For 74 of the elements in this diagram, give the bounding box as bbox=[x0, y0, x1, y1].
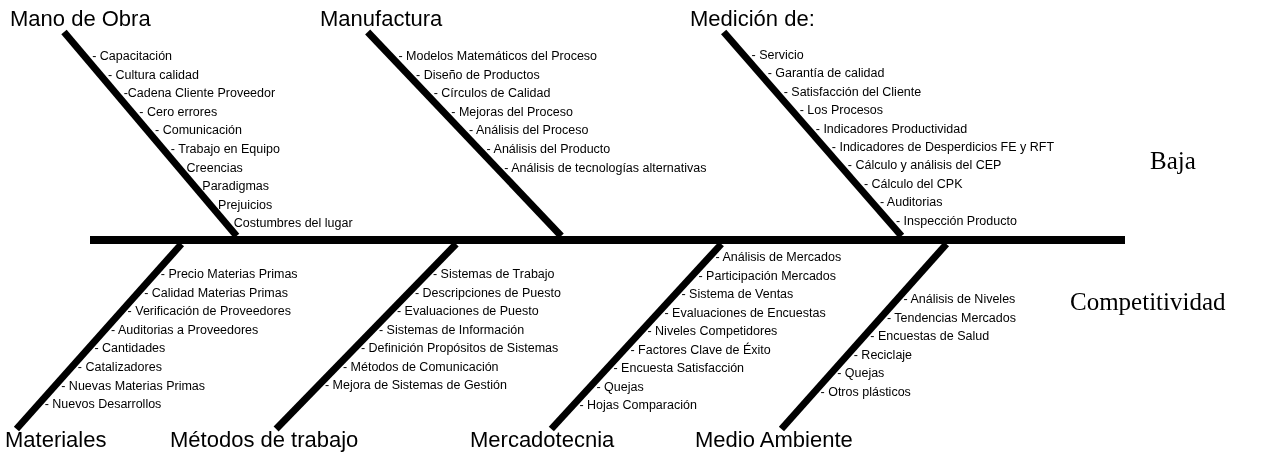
cause-item: - Nuevas Materias Primas bbox=[61, 379, 206, 393]
fishbone-branch-line bbox=[13, 241, 185, 432]
cause-item: - Catalizadores bbox=[77, 361, 162, 374]
cause-item: - Quejas bbox=[596, 380, 644, 393]
cause-item: - Cálculo del CPK bbox=[863, 177, 963, 191]
effect-label: Baja bbox=[1150, 148, 1196, 173]
category-heading: Materiales bbox=[5, 429, 107, 451]
effect-label: Competitividad bbox=[1070, 289, 1226, 314]
cause-item: - Inspección Producto bbox=[895, 214, 1017, 228]
cause-item: - Indicadores Productividad bbox=[815, 122, 968, 136]
cause-item: - Servicio bbox=[751, 49, 804, 62]
cause-item: - Círculos de Calidad bbox=[433, 87, 551, 100]
cause-item: - Descripciones de Puesto bbox=[414, 286, 561, 299]
cause-item: - Sistemas de Información bbox=[378, 323, 525, 336]
cause-item: - Reciclaje bbox=[853, 348, 913, 362]
cause-item: - Niveles Competidores bbox=[647, 325, 778, 338]
cause-item: - Modelos Matemáticos del Proceso bbox=[398, 50, 598, 63]
cause-item: - Capacitación bbox=[92, 50, 173, 63]
fishbone-branch-line bbox=[61, 29, 240, 239]
cause-item: - Análisis de Mercados bbox=[715, 251, 842, 264]
cause-item: Prejuicios bbox=[218, 198, 273, 212]
cause-item: - Definición Propósitos de Sistemas bbox=[360, 342, 559, 355]
cause-item: - Participación Mercados bbox=[698, 269, 836, 282]
cause-item: - Análisis del Proceso bbox=[468, 124, 589, 137]
category-heading: Medio Ambiente bbox=[695, 429, 853, 451]
cause-item: - Cantidades bbox=[94, 342, 166, 355]
fishbone-branch-line bbox=[721, 29, 905, 239]
fishbone-branch-line bbox=[548, 241, 724, 432]
cause-item: - Tendencias Mercados bbox=[886, 311, 1016, 325]
cause-item: - Auditorias bbox=[879, 196, 943, 209]
cause-item: - Los Procesos bbox=[799, 104, 884, 117]
cause-item: - Cálculo y análisis del CEP bbox=[847, 159, 1002, 172]
category-heading: Mano de Obra bbox=[10, 8, 151, 30]
fishbone-branch-line bbox=[273, 241, 459, 432]
cause-item: - Comunicación bbox=[155, 124, 242, 137]
cause-item: - Encuesta Satisfacción bbox=[613, 362, 745, 375]
cause-item: - Otros plásticos bbox=[820, 386, 911, 399]
cause-item: - Análisis de Niveles bbox=[903, 293, 1016, 306]
cause-item: - Cultura calidad bbox=[107, 68, 199, 82]
cause-item: - Encuestas de Salud bbox=[870, 330, 990, 343]
cause-item: - Calidad Materias Primas bbox=[144, 286, 288, 300]
cause-item: Costumbres del lugar bbox=[233, 217, 353, 230]
cause-item: Creencias bbox=[186, 161, 243, 175]
cause-item: - Análisis del Producto bbox=[486, 143, 611, 156]
category-heading: Medición de: bbox=[690, 8, 815, 30]
cause-item: - Verificación de Proveedores bbox=[127, 305, 291, 318]
cause-item: - Diseño de Productos bbox=[416, 68, 540, 82]
category-heading: Mercadotecnia bbox=[470, 429, 615, 451]
spine-bar bbox=[90, 236, 1125, 244]
cause-item: - Análisis de tecnologías alternativas bbox=[504, 161, 707, 175]
cause-item: - Sistema de Ventas bbox=[681, 288, 794, 301]
cause-item: - Indicadores de Desperdicios FE y RFT bbox=[831, 141, 1055, 154]
cause-item: - Nuevos Desarrollos bbox=[44, 398, 162, 411]
cause-item: - Métodos de Comunicación bbox=[342, 360, 499, 373]
fishbone-branch-line bbox=[365, 29, 564, 239]
cause-item: -Cadena Cliente Proveedor bbox=[123, 87, 276, 100]
fishbone-branch-line bbox=[778, 241, 950, 432]
cause-item: - Satisfacción del Cliente bbox=[783, 85, 922, 99]
cause-item: - Cero errores bbox=[139, 105, 218, 119]
cause-item: - Evaluaciones de Puesto bbox=[396, 305, 539, 318]
cause-item: - Evaluaciones de Encuestas bbox=[664, 306, 826, 319]
cause-item: - Quejas bbox=[837, 367, 885, 380]
cause-item: - Sistemas de Trabajo bbox=[432, 268, 555, 281]
cause-item: - Garantía de calidad bbox=[767, 67, 885, 80]
cause-item: - Hojas Comparación bbox=[579, 399, 697, 412]
cause-item: Paradigmas bbox=[202, 180, 269, 193]
cause-item: - Factores Clave de Éxito bbox=[630, 343, 771, 356]
cause-item: - Mejoras del Proceso bbox=[451, 105, 573, 119]
category-heading: Manufactura bbox=[320, 8, 443, 30]
cause-item: - Auditorias a Proveedores bbox=[111, 323, 259, 337]
cause-item: - Trabajo en Equipo bbox=[170, 143, 280, 156]
cause-item: - Precio Materias Primas bbox=[160, 268, 298, 281]
category-heading: Métodos de trabajo bbox=[170, 429, 359, 451]
cause-item: - Mejora de Sistemas de Gestión bbox=[324, 379, 507, 392]
